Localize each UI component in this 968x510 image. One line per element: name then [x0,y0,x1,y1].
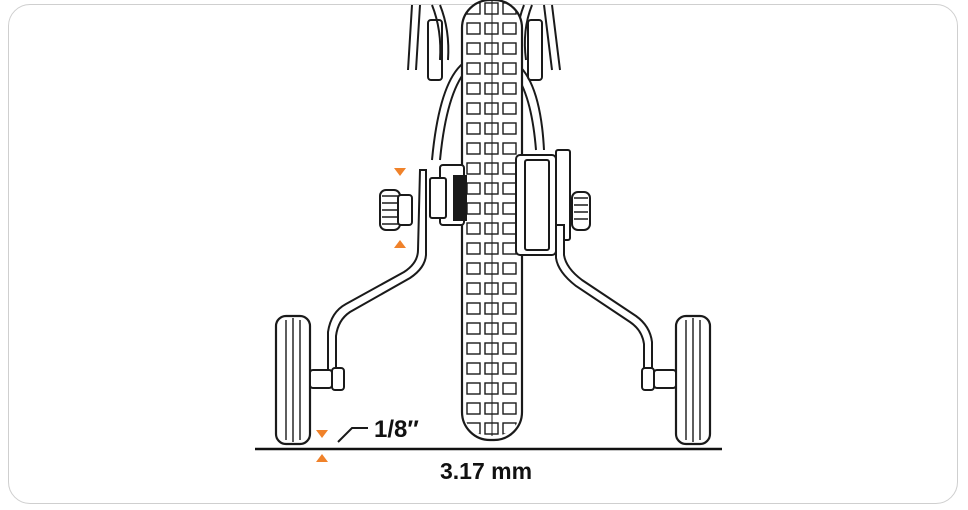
gap-arrow-up-icon [316,454,328,462]
bike-tire [460,0,524,442]
gap-measurement-imperial: 1/8″ [374,416,419,443]
right-axle-nut [571,191,591,231]
adjust-arrow-up-icon [394,240,406,248]
axle-assembly [429,149,571,256]
gap-arrow-down-icon [316,430,328,438]
left-training-wheel [274,314,345,446]
gap-leader-line [337,427,368,443]
adjust-arrow-down-icon [394,168,406,176]
gap-measurement-metric: 3.17 mm [440,458,533,484]
right-training-arm [555,224,653,381]
right-training-wheel [641,314,712,446]
left-axle-nut [379,189,413,231]
